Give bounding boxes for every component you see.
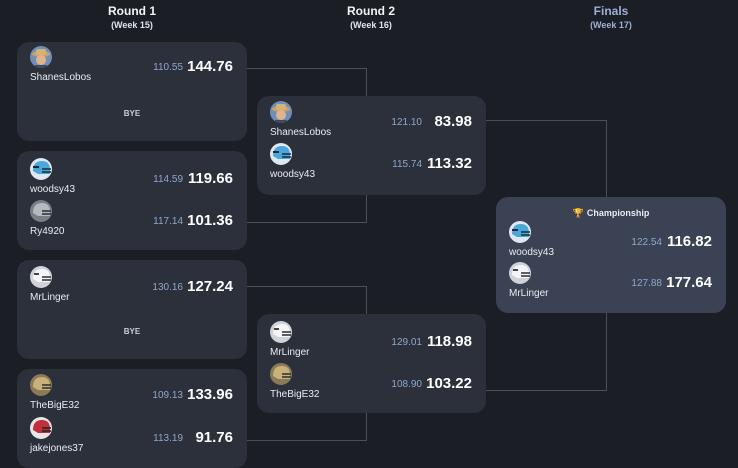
projected-score: 108.90	[391, 379, 422, 390]
white-helmet-avatar-icon	[30, 266, 52, 288]
cowboy-hat-avatar-icon	[30, 46, 52, 68]
team-name: TheBigE32	[270, 389, 320, 400]
team-name: ShanesLobos	[30, 72, 92, 83]
bye-label: BYE	[123, 327, 141, 336]
matchup-card-r1-3[interactable]: MrLinger 130.16 127.24 BYE	[17, 260, 247, 359]
actual-score: 133.96	[187, 386, 233, 403]
actual-score: 177.64	[666, 274, 712, 291]
round-1-header: Round 1 (Week 15)	[52, 4, 212, 32]
projected-score: 122.54	[631, 237, 662, 248]
matchup-card-r1-2[interactable]: woodsy43 114.59 119.66 Ry4920 117.14 101…	[17, 151, 247, 250]
team-name: TheBigE32	[30, 400, 80, 411]
trophy-icon: 🏆	[572, 208, 584, 218]
projected-score: 115.74	[392, 159, 422, 170]
bracket-connector	[247, 68, 366, 69]
actual-score: 127.24	[187, 278, 233, 295]
team-row[interactable]: Ry4920 117.14 101.36	[17, 200, 247, 240]
round-2-week: (Week 16)	[350, 20, 392, 30]
white-helmet-avatar-icon	[509, 262, 531, 284]
blue-helmet-avatar-icon	[270, 143, 292, 165]
round-2-title: Round 2	[347, 4, 395, 18]
blue-helmet-avatar-icon	[509, 221, 531, 243]
actual-score: 119.66	[187, 170, 233, 187]
team-row[interactable]: TheBigE32 108.90 103.22	[257, 363, 486, 403]
team-row[interactable]: ShanesLobos 110.55 144.76	[17, 46, 247, 86]
red-helmet-avatar-icon	[30, 417, 52, 439]
bracket-connector	[247, 440, 367, 441]
gold-helmet-avatar-icon	[270, 363, 292, 385]
white-helmet-avatar-icon	[270, 321, 292, 343]
bye-label: BYE	[123, 109, 141, 118]
bracket-connector	[247, 222, 367, 223]
matchup-card-r2-1[interactable]: ShanesLobos 121.10 83.98 woodsy43 115.74…	[257, 96, 486, 195]
actual-score: 113.32	[426, 155, 472, 172]
matchup-card-r2-2[interactable]: MrLinger 129.01 118.98 TheBigE32 108.90 …	[257, 314, 486, 413]
bracket-connector	[486, 120, 606, 121]
round-1-week: (Week 15)	[111, 20, 153, 30]
team-name: jakejones37	[30, 443, 84, 454]
projected-score: 130.16	[152, 282, 183, 293]
projected-score: 109.13	[152, 390, 183, 401]
projected-score: 129.01	[391, 337, 422, 348]
finals-week: (Week 17)	[590, 20, 632, 30]
projected-score: 113.19	[153, 433, 183, 444]
actual-score: 91.76	[195, 429, 233, 446]
team-name: MrLinger	[270, 347, 310, 358]
actual-score: 144.76	[187, 58, 233, 75]
team-row[interactable]: TheBigE32 109.13 133.96	[17, 374, 247, 414]
matchup-card-r1-4[interactable]: TheBigE32 109.13 133.96 jakejones37 113.…	[17, 369, 247, 468]
cowboy-hat-avatar-icon	[270, 101, 292, 123]
championship-label: Championship	[586, 208, 650, 218]
projected-score: 114.59	[153, 174, 183, 185]
finals-title: Finals	[593, 4, 629, 18]
team-row[interactable]: jakejones37 113.19 91.76	[17, 417, 247, 457]
bracket-connector	[486, 390, 607, 391]
blue-helmet-avatar-icon	[30, 158, 52, 180]
team-row[interactable]: ShanesLobos 121.10 83.98	[257, 101, 486, 141]
projected-score: 127.88	[631, 278, 662, 289]
actual-score: 101.36	[187, 212, 233, 229]
gold-helmet-avatar-icon	[30, 374, 52, 396]
team-name: MrLinger	[30, 292, 70, 303]
actual-score: 118.98	[426, 333, 472, 350]
team-row[interactable]: MrLinger 129.01 118.98	[257, 321, 486, 361]
team-name: woodsy43	[509, 247, 555, 258]
projected-score: 117.14	[153, 216, 183, 227]
actual-score: 83.98	[434, 113, 472, 130]
team-row[interactable]: woodsy43 122.54 116.82	[496, 221, 726, 261]
team-name: Ry4920	[30, 226, 65, 237]
projected-score: 110.55	[153, 62, 183, 73]
championship-card[interactable]: 🏆Championship woodsy43 122.54 116.82 MrL…	[496, 197, 726, 313]
round-1-title: Round 1	[108, 4, 156, 18]
team-row[interactable]: woodsy43 114.59 119.66	[17, 158, 247, 198]
team-name: MrLinger	[509, 288, 549, 299]
round-2-header: Round 2 (Week 16)	[291, 4, 451, 32]
team-row[interactable]: MrLinger 130.16 127.24	[17, 266, 247, 306]
projected-score: 121.10	[391, 117, 422, 128]
gray-helmet-avatar-icon	[30, 200, 52, 222]
championship-title: 🏆Championship	[496, 208, 726, 219]
team-row[interactable]: woodsy43 115.74 113.32	[257, 143, 486, 183]
actual-score: 103.22	[426, 375, 472, 392]
finals-header: Finals (Week 17)	[531, 4, 691, 32]
actual-score: 116.82	[666, 233, 712, 250]
matchup-card-r1-1[interactable]: ShanesLobos 110.55 144.76 BYE	[17, 42, 247, 141]
bracket-connector	[247, 286, 366, 287]
team-row[interactable]: MrLinger 127.88 177.64	[496, 262, 726, 302]
team-name: ShanesLobos	[270, 127, 332, 138]
team-name: woodsy43	[270, 169, 316, 180]
team-name: woodsy43	[30, 184, 76, 195]
